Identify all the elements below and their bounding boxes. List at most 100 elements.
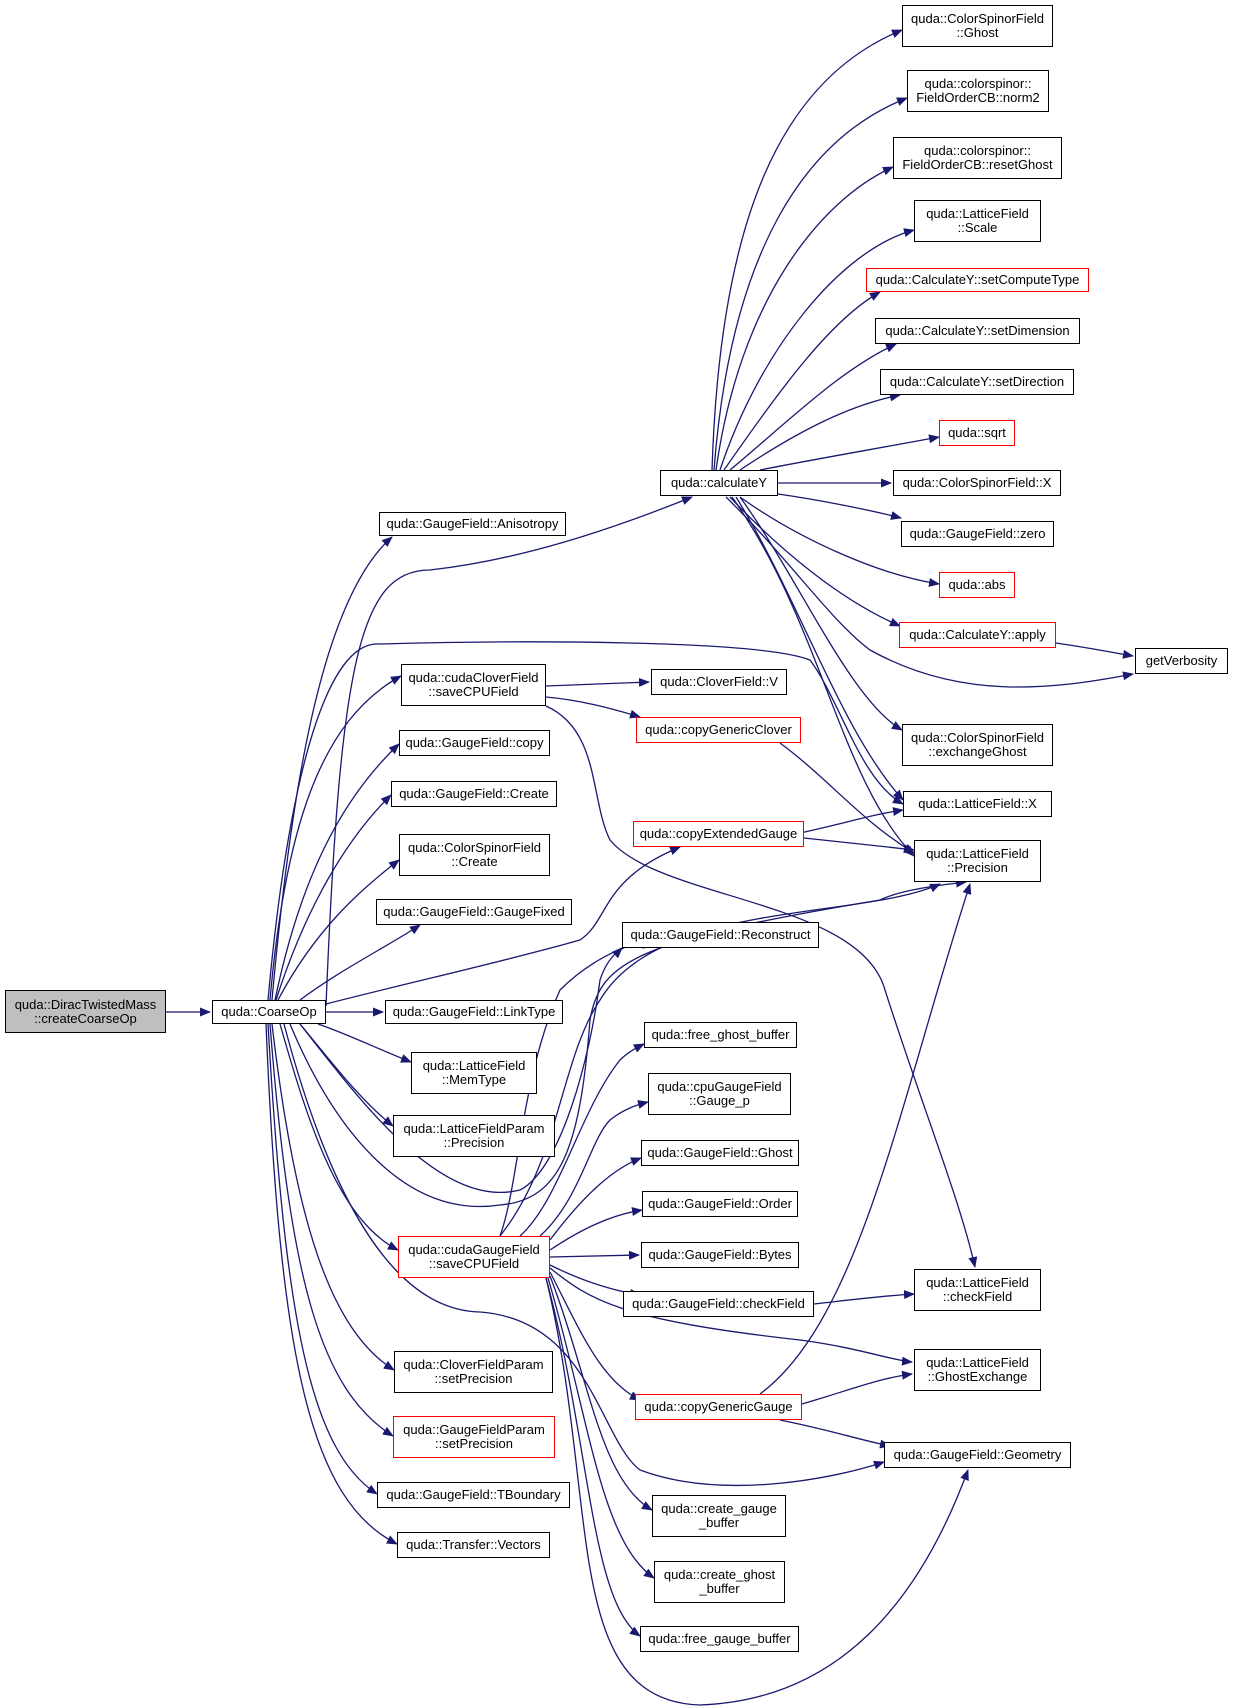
node-abs-label: quda::abs <box>948 577 1006 592</box>
node-copygenclover[interactable]: quda::copyGenericClover <box>636 717 801 743</box>
node-lf-ghostex-line-2: ::GhostExchange <box>927 1369 1028 1384</box>
edge-calculatey-fo-norm2 <box>713 97 908 471</box>
node-csf-create-line-1: quda::ColorSpinorField <box>408 840 541 855</box>
node-copyextgauge-label: quda::copyExtendedGauge <box>639 826 798 841</box>
node-lf-precision[interactable]: quda::LatticeField ::Precision <box>914 840 1041 882</box>
node-gf-create[interactable]: quda::GaugeField::Create <box>391 781 557 807</box>
node-free-gauge[interactable]: quda::free_gauge_buffer <box>640 1626 799 1652</box>
node-lf-ghostex-line-1: quda::LatticeField <box>926 1355 1029 1370</box>
edge-coarseop-gf-create <box>275 794 392 1001</box>
edge-coarseop-cgf-savecpu <box>279 1023 399 1251</box>
node-cpugf-gaugep[interactable]: quda::cpuGaugeField ::Gauge_p <box>648 1073 791 1115</box>
node-free-ghost[interactable]: quda::free_ghost_buffer <box>644 1022 797 1048</box>
node-gf-bytes[interactable]: quda::GaugeField::Bytes <box>641 1242 799 1268</box>
node-gf-zero[interactable]: quda::GaugeField::zero <box>901 521 1054 547</box>
node-lfp-precision[interactable]: quda::LatticeFieldParam ::Precision <box>393 1115 555 1157</box>
node-csf-exghost-line-2: ::exchangeGhost <box>928 744 1027 759</box>
edge-calculatey-cy-apply <box>729 496 901 627</box>
node-csf-x[interactable]: quda::ColorSpinorField::X <box>893 470 1061 496</box>
node-getverbosity[interactable]: getVerbosity <box>1135 648 1228 674</box>
edge-coarseop-gf-gaugefixed <box>299 924 421 1001</box>
node-cy-setdim[interactable]: quda::CalculateY::setDimension <box>875 318 1080 344</box>
node-csf-ghost-line-2: ::Ghost <box>956 25 999 40</box>
node-fo-resetghost[interactable]: quda::colorspinor:: FieldOrderCB::resetG… <box>893 137 1062 179</box>
edge-calculatey-lf-x <box>735 496 904 801</box>
node-lf-memtype[interactable]: quda::LatticeField ::MemType <box>411 1052 537 1094</box>
node-gf-reconstruct-label: quda::GaugeField::Reconstruct <box>630 927 811 942</box>
node-cy-apply[interactable]: quda::CalculateY::apply <box>899 622 1056 648</box>
edge-coarseop-lf-x <box>267 641 904 1001</box>
edge-copygengauge-lf-precision <box>759 883 972 1395</box>
node-copygengauge-label: quda::copyGenericGauge <box>644 1399 793 1414</box>
node-gfp-setprec[interactable]: quda::GaugeFieldParam ::setPrecision <box>393 1416 555 1458</box>
node-coarseop[interactable]: quda::CoarseOp <box>212 1000 326 1024</box>
node-anisotropy[interactable]: quda::GaugeField::Anisotropy <box>379 512 566 536</box>
node-create-gauge[interactable]: quda::create_gauge _buffer <box>652 1495 786 1537</box>
node-cf-v-label: quda::CloverField::V <box>660 674 778 689</box>
node-gf-reconstruct[interactable]: quda::GaugeField::Reconstruct <box>622 922 819 948</box>
edge-ccf-savecpu-cf-v <box>545 677 650 687</box>
node-copygengauge[interactable]: quda::copyGenericGauge <box>635 1394 802 1420</box>
node-calculatey[interactable]: quda::calculateY <box>660 470 778 496</box>
node-csf-ghost[interactable]: quda::ColorSpinorField ::Ghost <box>902 5 1053 47</box>
node-lf-precision-line-2: ::Precision <box>947 860 1008 875</box>
node-fo-resetghost-line-2: FieldOrderCB::resetGhost <box>902 157 1053 172</box>
node-lfp-precision-line-1: quda::LatticeFieldParam <box>403 1121 545 1136</box>
edge-cgf-savecpu-create-ghost <box>547 1277 655 1579</box>
edge-cgf-savecpu-free-ghost <box>519 1043 645 1237</box>
edge-coarseop-csf-create <box>277 859 400 1001</box>
node-create-ghost-line-2: _buffer <box>699 1581 740 1596</box>
node-csf-create[interactable]: quda::ColorSpinorField ::Create <box>399 834 550 876</box>
node-lf-ghostex[interactable]: quda::LatticeField ::GhostExchange <box>914 1349 1041 1391</box>
edge-cgf-savecpu-gf-ghost <box>549 1157 642 1241</box>
node-cgf-savecpu-line-2: ::saveCPUField <box>428 1256 520 1271</box>
node-lf-precision-line-1: quda::LatticeField <box>926 846 1029 861</box>
node-gf-checkfield[interactable]: quda::GaugeField::checkField <box>623 1291 814 1317</box>
node-cgf-savecpu[interactable]: quda::cudaGaugeField ::saveCPUField <box>398 1236 550 1278</box>
node-gf-tboundary[interactable]: quda::GaugeField::TBoundary <box>377 1482 570 1508</box>
node-cy-setdir-label: quda::CalculateY::setDirection <box>889 374 1065 389</box>
node-fo-resetghost-line-1: quda::colorspinor:: <box>924 143 1031 158</box>
node-gf-checkfield-label: quda::GaugeField::checkField <box>632 1296 805 1311</box>
node-cfp-setprec-line-2: ::setPrecision <box>434 1371 513 1386</box>
node-cf-v[interactable]: quda::CloverField::V <box>651 669 787 695</box>
node-create-ghost-line-1: quda::create_ghost <box>663 1567 776 1582</box>
node-transfer-vectors[interactable]: quda::Transfer::Vectors <box>397 1532 550 1558</box>
node-gf-ghost[interactable]: quda::GaugeField::Ghost <box>641 1140 799 1166</box>
node-gf-copy[interactable]: quda::GaugeField::copy <box>399 730 550 756</box>
node-lf-checkfield[interactable]: quda::LatticeField ::checkField <box>914 1269 1041 1311</box>
node-free-ghost-label: quda::free_ghost_buffer <box>651 1027 790 1042</box>
node-sqrt-label: quda::sqrt <box>948 425 1006 440</box>
node-fo-norm2[interactable]: quda::colorspinor:: FieldOrderCB::norm2 <box>907 70 1049 112</box>
edge-calculatey-lf-precision <box>731 496 915 857</box>
node-csf-exghost[interactable]: quda::ColorSpinorField ::exchangeGhost <box>902 724 1053 766</box>
node-gf-zero-label: quda::GaugeField::zero <box>909 526 1046 541</box>
node-cy-setdir[interactable]: quda::CalculateY::setDirection <box>880 369 1074 395</box>
node-lf-scale[interactable]: quda::LatticeField ::Scale <box>914 200 1041 242</box>
node-gf-order[interactable]: quda::GaugeField::Order <box>642 1191 798 1217</box>
node-cy-setcompute[interactable]: quda::CalculateY::setComputeType <box>866 268 1089 292</box>
node-lfp-precision-line-2: ::Precision <box>443 1135 505 1150</box>
node-lf-x[interactable]: quda::LatticeField::X <box>903 791 1052 817</box>
node-gfp-setprec-line-2: ::setPrecision <box>434 1436 514 1451</box>
edge-coarseop-gfp-setprec <box>269 1023 394 1437</box>
node-ccf-savecpu[interactable]: quda::cudaCloverField ::saveCPUField <box>401 664 546 706</box>
node-fo-norm2-line-2: FieldOrderCB::norm2 <box>916 90 1040 105</box>
node-gf-linktype[interactable]: quda::GaugeField::LinkType <box>385 1000 563 1024</box>
node-gf-gaugefixed[interactable]: quda::GaugeField::GaugeFixed <box>376 899 572 925</box>
edge-coarseop-gf-copy <box>274 743 400 1001</box>
node-csf-create-line-2: ::Create <box>451 854 498 869</box>
edge-coarseop-anisotropy <box>271 536 393 1001</box>
node-cfp-setprec[interactable]: quda::CloverFieldParam ::setPrecision <box>394 1351 553 1393</box>
node-gf-geometry[interactable]: quda::GaugeField::Geometry <box>884 1442 1071 1468</box>
node-copyextgauge[interactable]: quda::copyExtendedGauge <box>633 821 804 847</box>
node-csf-x-label: quda::ColorSpinorField::X <box>902 475 1052 490</box>
node-sqrt[interactable]: quda::sqrt <box>939 420 1015 446</box>
node-lf-memtype-line-2: ::MemType <box>441 1072 507 1087</box>
node-free-gauge-label: quda::free_gauge_buffer <box>648 1631 791 1646</box>
node-abs[interactable]: quda::abs <box>939 572 1015 598</box>
node-create-gauge-line-2: _buffer <box>698 1515 740 1530</box>
node-lf-memtype-line-1: quda::LatticeField <box>422 1058 526 1073</box>
node-create-ghost[interactable]: quda::create_ghost _buffer <box>654 1561 785 1603</box>
edge-coarseop-ccf-savecpu <box>269 675 402 1001</box>
